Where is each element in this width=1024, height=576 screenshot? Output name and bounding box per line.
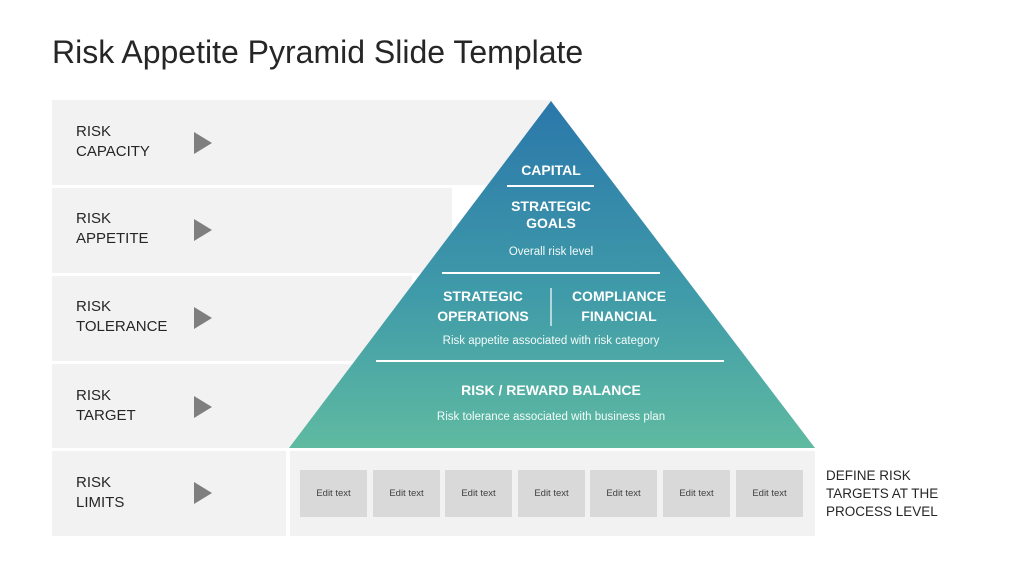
row-label-line: TOLERANCE [76, 318, 168, 335]
risk-reward-balance-label: RISK / REWARD BALANCE [461, 382, 641, 398]
risk-appetite-note: Risk appetite associated with risk categ… [442, 335, 660, 347]
page-title: Risk Appetite Pyramid Slide Template [52, 34, 584, 70]
define-line: DEFINE RISK [826, 468, 911, 483]
edit-text-box[interactable]: Edit text [736, 470, 803, 517]
overall-risk-note: Overall risk level [508, 246, 594, 258]
row-risk-tolerance: RISK TOLERANCE [52, 276, 412, 361]
row-label: RISK TOLERANCE [76, 297, 167, 337]
edit-text-box[interactable]: Edit text [590, 470, 657, 517]
row-label: RISK APPETITE [76, 209, 149, 249]
row-label-line: CAPACITY [76, 143, 150, 160]
row-label-line: TARGET [76, 407, 136, 424]
edit-text-box[interactable]: Edit text [663, 470, 730, 517]
strategic-goals-label: STRATEGIC GOALS [451, 198, 651, 232]
row-label-line: RISK [76, 123, 112, 140]
define-line: TARGETS AT THE [826, 486, 939, 501]
arrow-right-icon [194, 396, 212, 418]
define-risk-targets-text: DEFINE RISK TARGETS AT THE PROCESS LEVEL [826, 467, 938, 521]
row-risk-capacity: RISK CAPACITY [52, 100, 552, 185]
row-risk-appetite: RISK APPETITE [52, 188, 452, 273]
label-line: COMPLIANCE [571, 288, 667, 304]
edit-text-box[interactable]: Edit text [445, 470, 512, 517]
arrow-right-icon [194, 132, 212, 154]
row-label-line: RISK [76, 387, 112, 404]
risk-tolerance-note: Risk tolerance associated with business … [436, 411, 666, 423]
edit-text-box[interactable]: Edit text [373, 470, 440, 517]
edit-text-box[interactable]: Edit text [300, 470, 367, 517]
label-line: OPERATIONS [437, 308, 529, 324]
arrow-right-icon [194, 219, 212, 241]
row-label: RISK TARGET [76, 386, 136, 426]
edit-text-box[interactable]: Edit text [518, 470, 585, 517]
capital-label: CAPITAL [521, 162, 581, 178]
row-risk-limits: RISK LIMITS [52, 451, 286, 536]
row-label-line: RISK [76, 474, 112, 491]
label-line: GOALS [526, 215, 576, 231]
label-line: STRATEGIC [511, 198, 591, 214]
row-label-line: LIMITS [76, 494, 125, 511]
strategic-operations-label: STRATEGIC OPERATIONS [413, 288, 553, 325]
row-label: RISK LIMITS [76, 473, 124, 513]
define-line: PROCESS LEVEL [826, 504, 938, 519]
row-label-line: RISK [76, 210, 112, 227]
row-label: RISK CAPACITY [76, 122, 150, 162]
arrow-right-icon [194, 307, 212, 329]
label-line: FINANCIAL [581, 308, 657, 324]
compliance-financial-label: COMPLIANCE FINANCIAL [549, 288, 689, 325]
arrow-right-icon [194, 482, 212, 504]
label-line: STRATEGIC [443, 288, 523, 304]
row-label-line: RISK [76, 298, 112, 315]
row-label-line: APPETITE [76, 230, 149, 247]
